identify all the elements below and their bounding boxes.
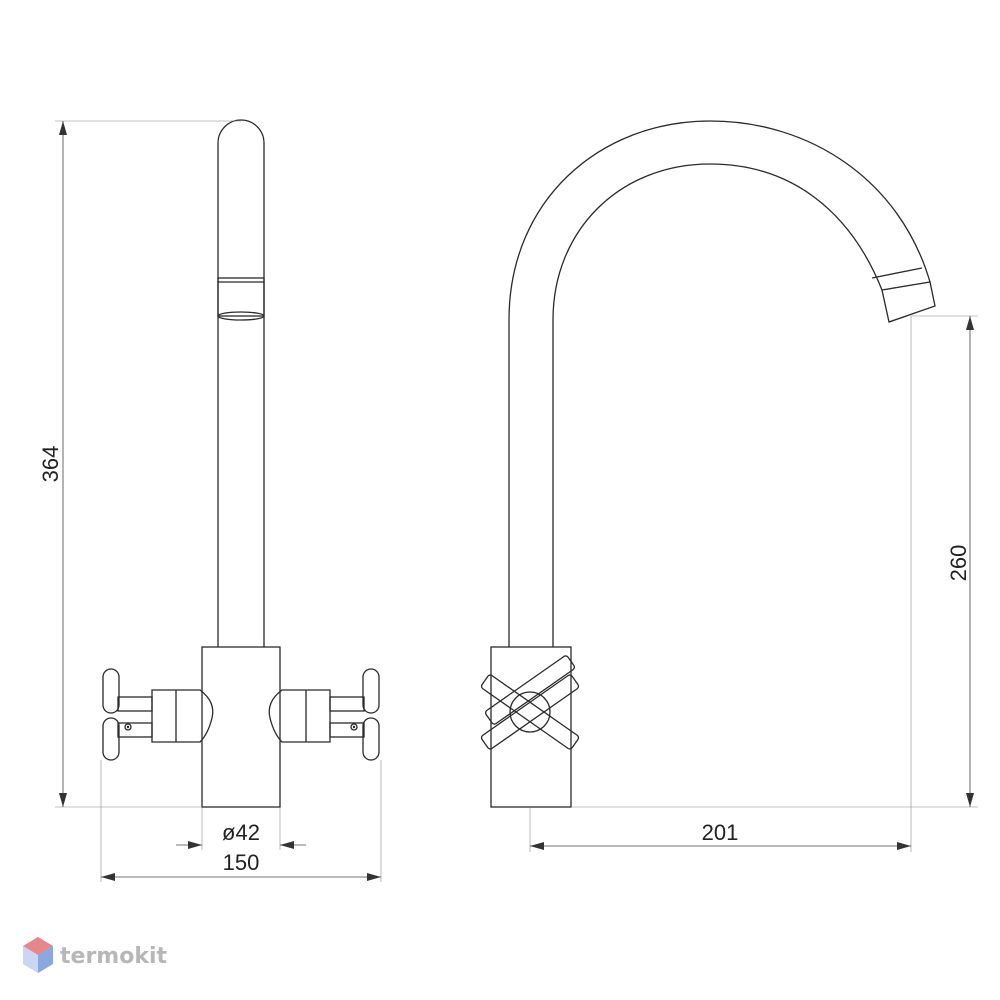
side-spout-inner: [552, 163, 883, 647]
front-aerator-ring: [217, 277, 265, 317]
side-body: [490, 646, 572, 808]
watermark-text: termokit: [60, 944, 167, 969]
front-view: [102, 119, 380, 808]
dim-spout-reach-label: 201: [702, 820, 739, 845]
front-left-valve: [151, 689, 214, 743]
watermark-logo-icon: [23, 937, 53, 973]
side-spout-outer: [508, 120, 931, 647]
front-body: [201, 646, 281, 808]
dim-body-diameter-label: ø42: [222, 820, 260, 845]
side-view: [480, 120, 936, 808]
front-left-handle: [102, 668, 153, 761]
front-spout-tube: [217, 119, 265, 647]
dim-spout-height-label: 260: [946, 545, 971, 582]
dim-handle-span-label: 150: [223, 850, 260, 875]
front-dimensions: 364 ø42 150: [38, 120, 382, 882]
watermark: termokit: [23, 937, 167, 973]
dim-total-height-label: 364: [38, 446, 63, 483]
front-right-valve: [268, 689, 331, 743]
side-dimensions: 260 201: [529, 315, 978, 852]
side-cross-handle: [480, 655, 580, 750]
side-spout-tip: [881, 281, 936, 323]
front-right-handle: [329, 668, 380, 761]
